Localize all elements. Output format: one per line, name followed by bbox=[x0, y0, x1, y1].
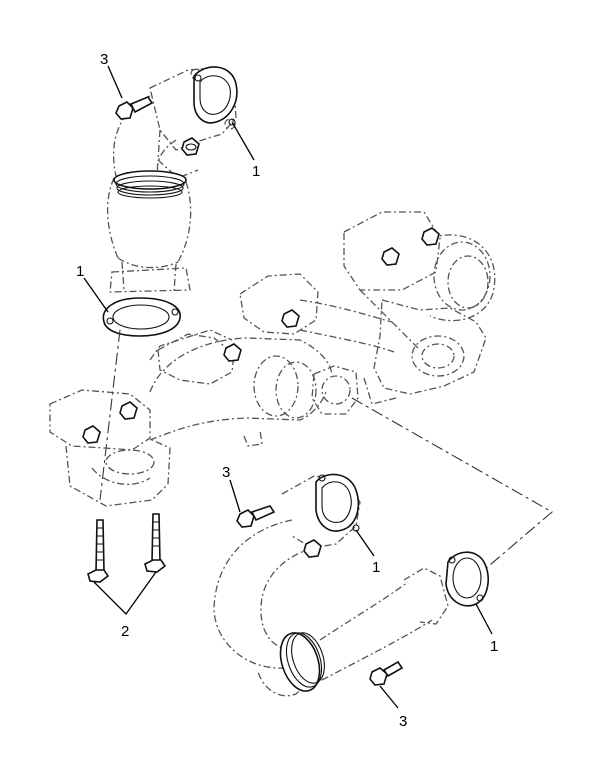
callout-label: 1 bbox=[252, 163, 260, 180]
callout-group-3-mid: 3 bbox=[222, 464, 241, 513]
callout-group-1-mid: 1 bbox=[76, 263, 109, 313]
manifold-bolt-2 bbox=[119, 401, 138, 420]
lower-flex-bellows bbox=[279, 632, 325, 692]
callout-label: 3 bbox=[222, 464, 230, 481]
bolt-upper-left bbox=[115, 96, 154, 120]
bolt-lower-middle bbox=[236, 505, 276, 528]
manifold-bolt-4 bbox=[281, 309, 300, 328]
callout-group-3-top: 3 bbox=[100, 51, 123, 99]
bolt-bottom bbox=[369, 660, 404, 686]
center-line-diagonal bbox=[351, 397, 553, 583]
callout-label: 1 bbox=[76, 263, 84, 280]
callout-label: 1 bbox=[490, 638, 498, 655]
gasket-right bbox=[445, 551, 489, 607]
manifold-bolt-5 bbox=[381, 247, 400, 266]
manifold-bolt-3 bbox=[223, 343, 242, 362]
callout-group-2: 2 bbox=[93, 571, 157, 640]
callout-group-1-right: 1 bbox=[475, 603, 498, 655]
bolt-lower-middle-2 bbox=[303, 539, 322, 558]
manifold-bolt-6 bbox=[421, 227, 440, 246]
callout-label: 2 bbox=[121, 623, 129, 640]
callout-group-3-bottom: 3 bbox=[379, 685, 407, 730]
bolt-upper-right bbox=[181, 137, 200, 156]
stud-right bbox=[144, 513, 167, 573]
callout-label: 3 bbox=[399, 713, 407, 730]
callout-label: 3 bbox=[100, 51, 108, 68]
stud-left bbox=[87, 519, 110, 583]
lower-pipe-gasket bbox=[315, 473, 360, 532]
center-line-vertical-left bbox=[99, 329, 121, 501]
callout-group-1-top: 1 bbox=[231, 121, 260, 180]
callout-group-1-lower: 1 bbox=[355, 529, 380, 576]
callout-label: 1 bbox=[372, 559, 380, 576]
flex-section-bellows bbox=[113, 170, 187, 199]
manifold-bolt-1 bbox=[82, 425, 101, 444]
upper-flange-gasket bbox=[193, 66, 238, 126]
gasket-middle bbox=[102, 297, 181, 337]
exhaust-manifold bbox=[49, 211, 496, 507]
